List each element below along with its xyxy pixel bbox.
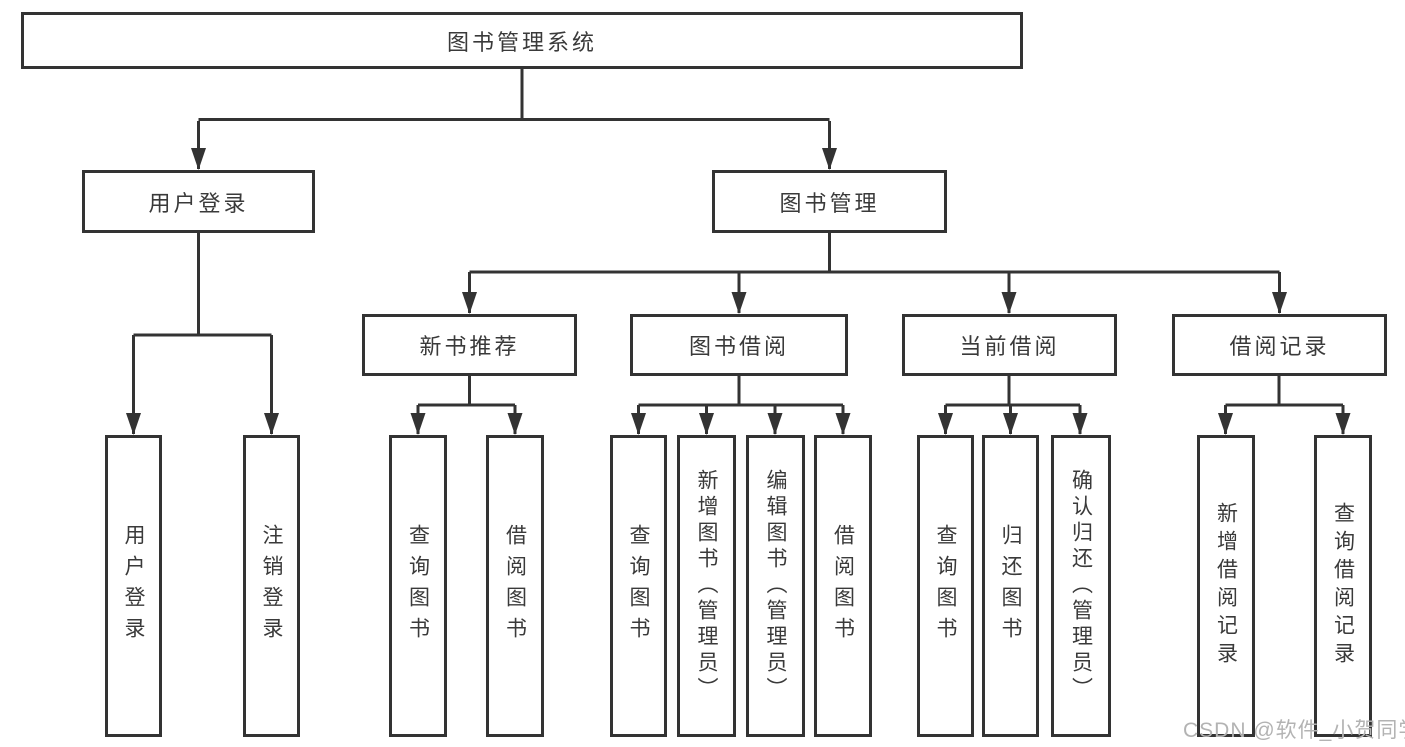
node-label: 新书推荐 [419,334,520,359]
leaf-borrow-borrow-books: 借阅图书 [814,435,872,737]
leaf-recommend-query-books: 查询图书 [389,435,447,737]
node-book-borrowing: 图书借阅 [630,314,848,376]
leaf-current-confirm-return-admin: 确认归还（管理员） [1051,435,1111,737]
node-new-book-recommend: 新书推荐 [362,314,577,376]
leaf-logout: 注销登录 [243,435,300,737]
leaf-borrow-query-books: 查询图书 [610,435,667,737]
leaf-label: 查询图书 [934,524,957,648]
leaf-label: 查询借阅记录 [1331,502,1355,670]
node-user-login: 用户登录 [82,170,315,233]
leaf-label: 查询图书 [627,524,650,648]
leaf-records-add-record: 新增借阅记录 [1197,435,1255,737]
node-borrow-records: 借阅记录 [1172,314,1387,376]
leaf-label: 借阅图书 [831,524,855,648]
leaf-label: 用户登录 [122,524,145,648]
leaf-label: 归还图书 [999,524,1022,648]
leaf-recommend-borrow-books: 借阅图书 [486,435,544,737]
leaf-label: 确认归还（管理员） [1069,469,1093,703]
node-label: 图书管理 [779,190,880,216]
node-label: 图书管理系统 [446,29,597,55]
leaf-borrow-edit-books-admin: 编辑图书（管理员） [746,435,805,737]
leaf-label: 新增借阅记录 [1214,502,1238,670]
leaf-label: 注销登录 [260,524,283,648]
node-book-management: 图书管理 [712,170,947,233]
node-library-system-root: 图书管理系统 [21,12,1023,69]
watermark-text: CSDN @软件_小贺同学 [1183,719,1405,742]
leaf-label: 查询图书 [406,524,430,648]
node-current-borrowing: 当前借阅 [902,314,1117,376]
leaf-borrow-add-books-admin: 新增图书（管理员） [677,435,736,737]
leaf-current-return-books: 归还图书 [982,435,1039,737]
leaf-label: 编辑图书（管理员） [764,469,787,703]
leaf-user-login: 用户登录 [105,435,162,737]
leaf-current-query-books: 查询图书 [917,435,974,737]
node-label: 当前借阅 [959,334,1060,359]
leaf-label: 新增图书（管理员） [695,469,718,703]
node-label: 用户登录 [148,190,249,216]
leaf-records-query-record: 查询借阅记录 [1314,435,1372,737]
leaf-label: 借阅图书 [503,524,527,648]
node-label: 借阅记录 [1229,334,1330,359]
node-label: 图书借阅 [688,334,789,359]
